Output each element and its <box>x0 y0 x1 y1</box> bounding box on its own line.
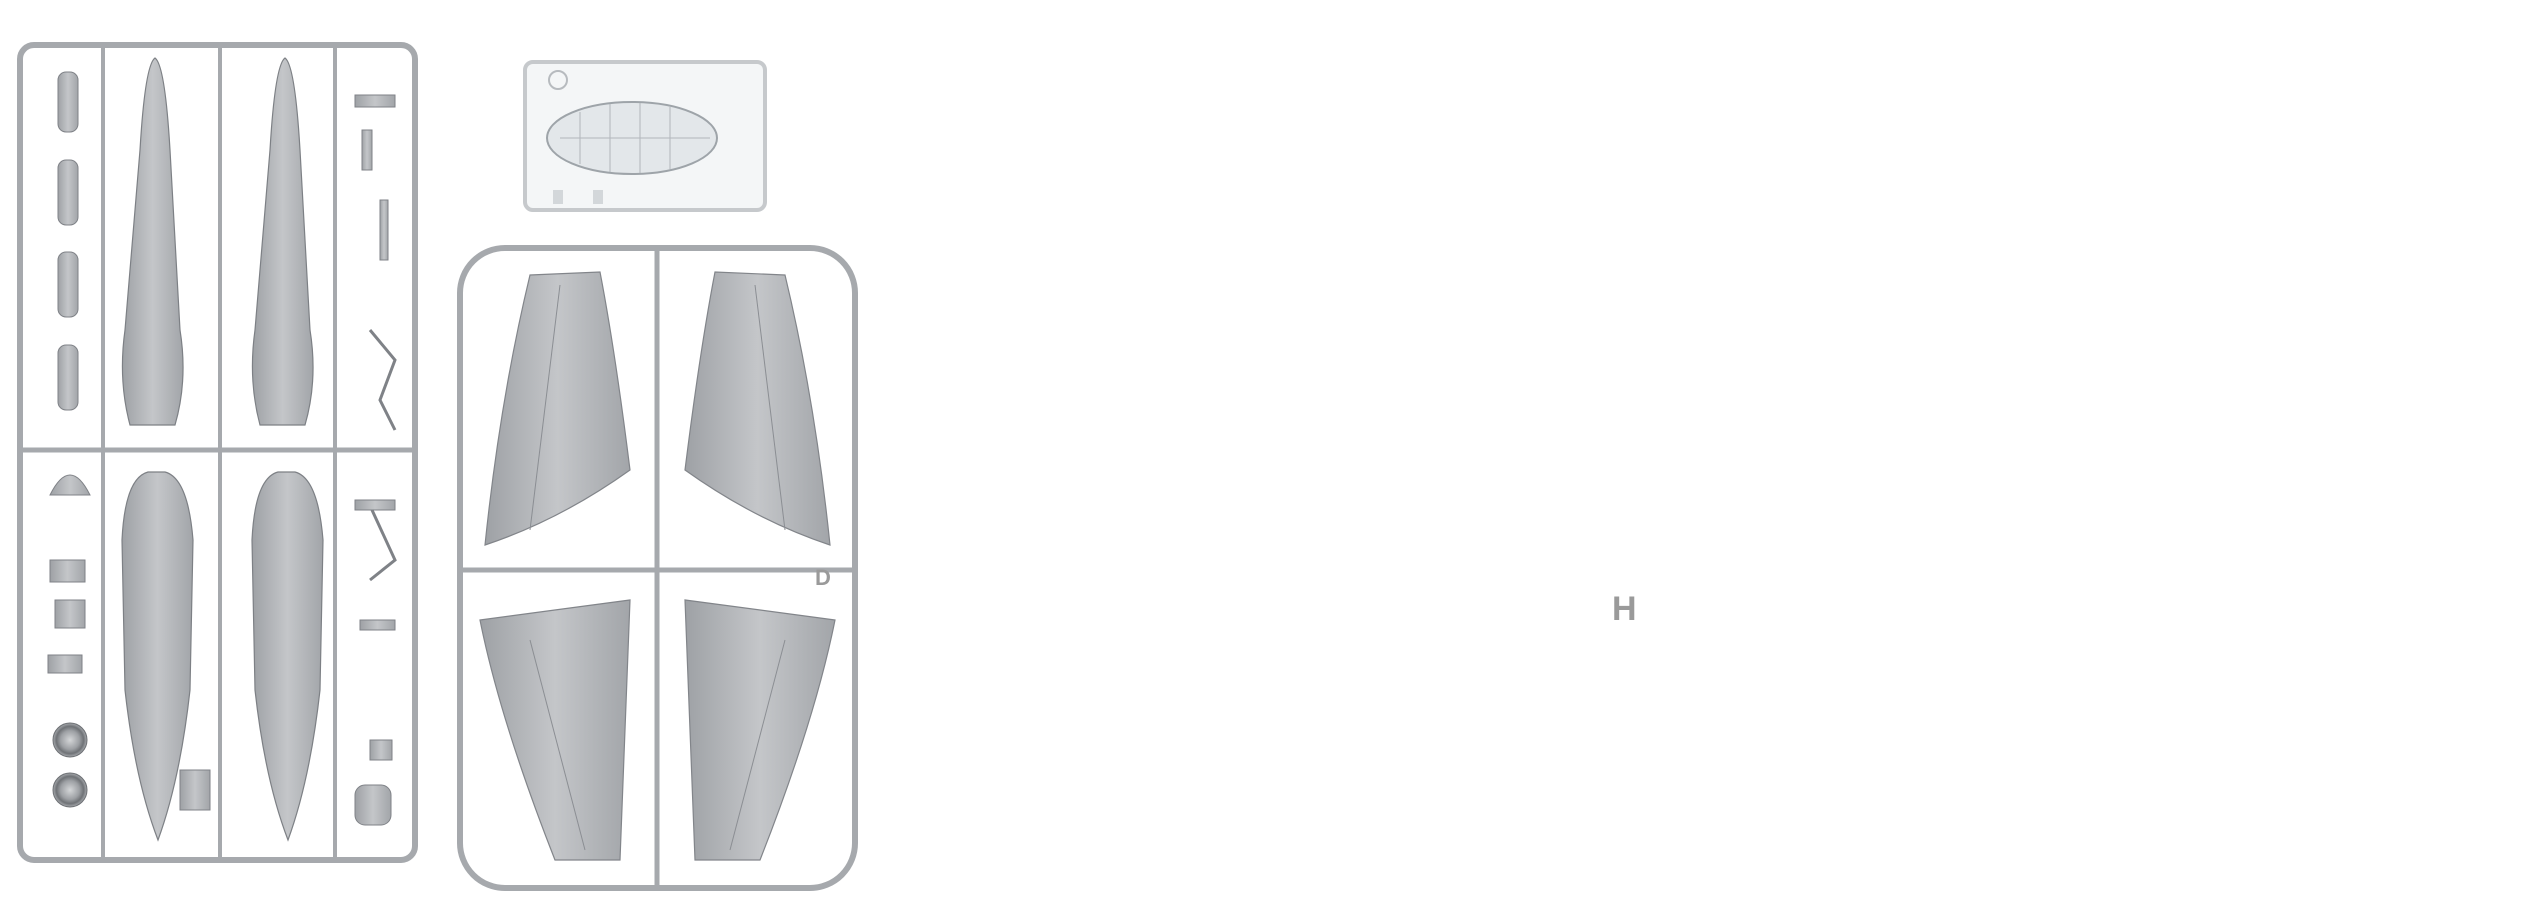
sprue-clear <box>523 60 767 212</box>
sprue-a <box>17 42 418 863</box>
sprue-letter-d: D <box>815 565 831 590</box>
sprue-d <box>457 245 858 891</box>
sprue-letter-h: H <box>1612 590 1637 628</box>
